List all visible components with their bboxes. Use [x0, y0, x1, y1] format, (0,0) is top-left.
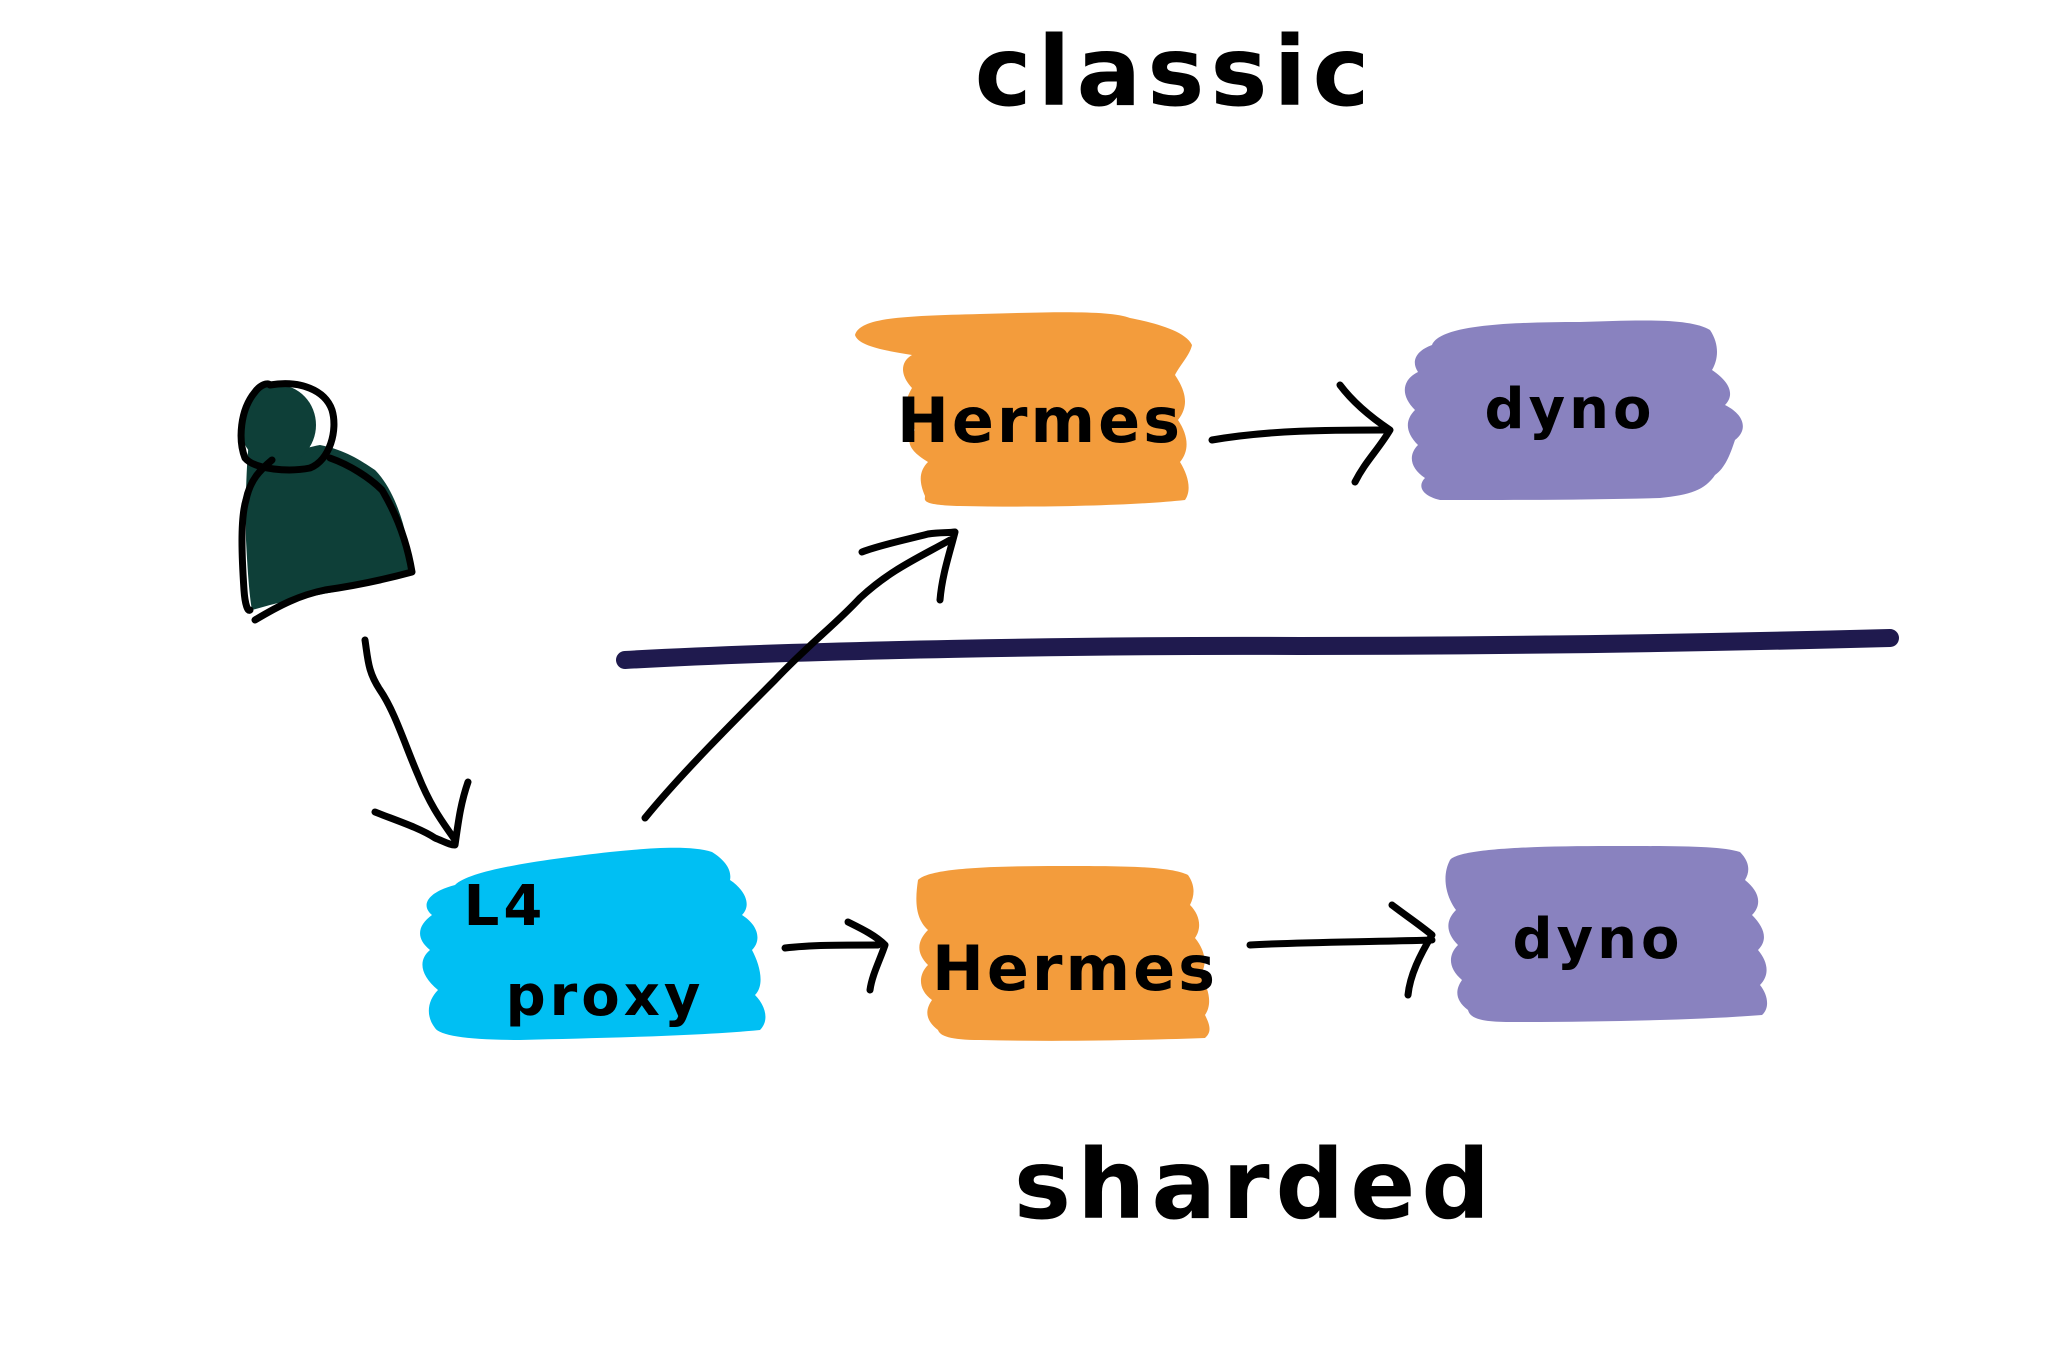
arrow-proxy-to-hermes-sharded [781, 918, 889, 994]
dyno-classic-label: dyno [1485, 377, 1656, 442]
l4-proxy-box: L4 proxy [420, 847, 766, 1040]
arrow-hermes-to-dyno-classic [1208, 381, 1394, 486]
hermes-classic-box: Hermes [855, 312, 1192, 507]
hermes-classic-label: Hermes [897, 384, 1183, 457]
dyno-classic-box: dyno [1404, 320, 1743, 500]
sharded-label: sharded [1014, 1129, 1496, 1241]
arrow-user-to-proxy [361, 636, 472, 849]
classic-label: classic [975, 16, 1376, 128]
dyno-sharded-label: dyno [1513, 907, 1684, 972]
section-divider [616, 629, 1899, 669]
hermes-sharded-box: Hermes [916, 866, 1218, 1041]
dyno-sharded-box: dyno [1445, 846, 1768, 1022]
hermes-sharded-label: Hermes [932, 932, 1218, 1005]
user-icon [237, 380, 416, 624]
l4-proxy-label-line2: proxy [506, 964, 705, 1029]
arrow-proxy-to-hermes-classic [641, 528, 959, 822]
arrow-hermes-to-dyno-sharded [1246, 901, 1436, 999]
l4-proxy-label-line1: L4 [464, 874, 547, 939]
